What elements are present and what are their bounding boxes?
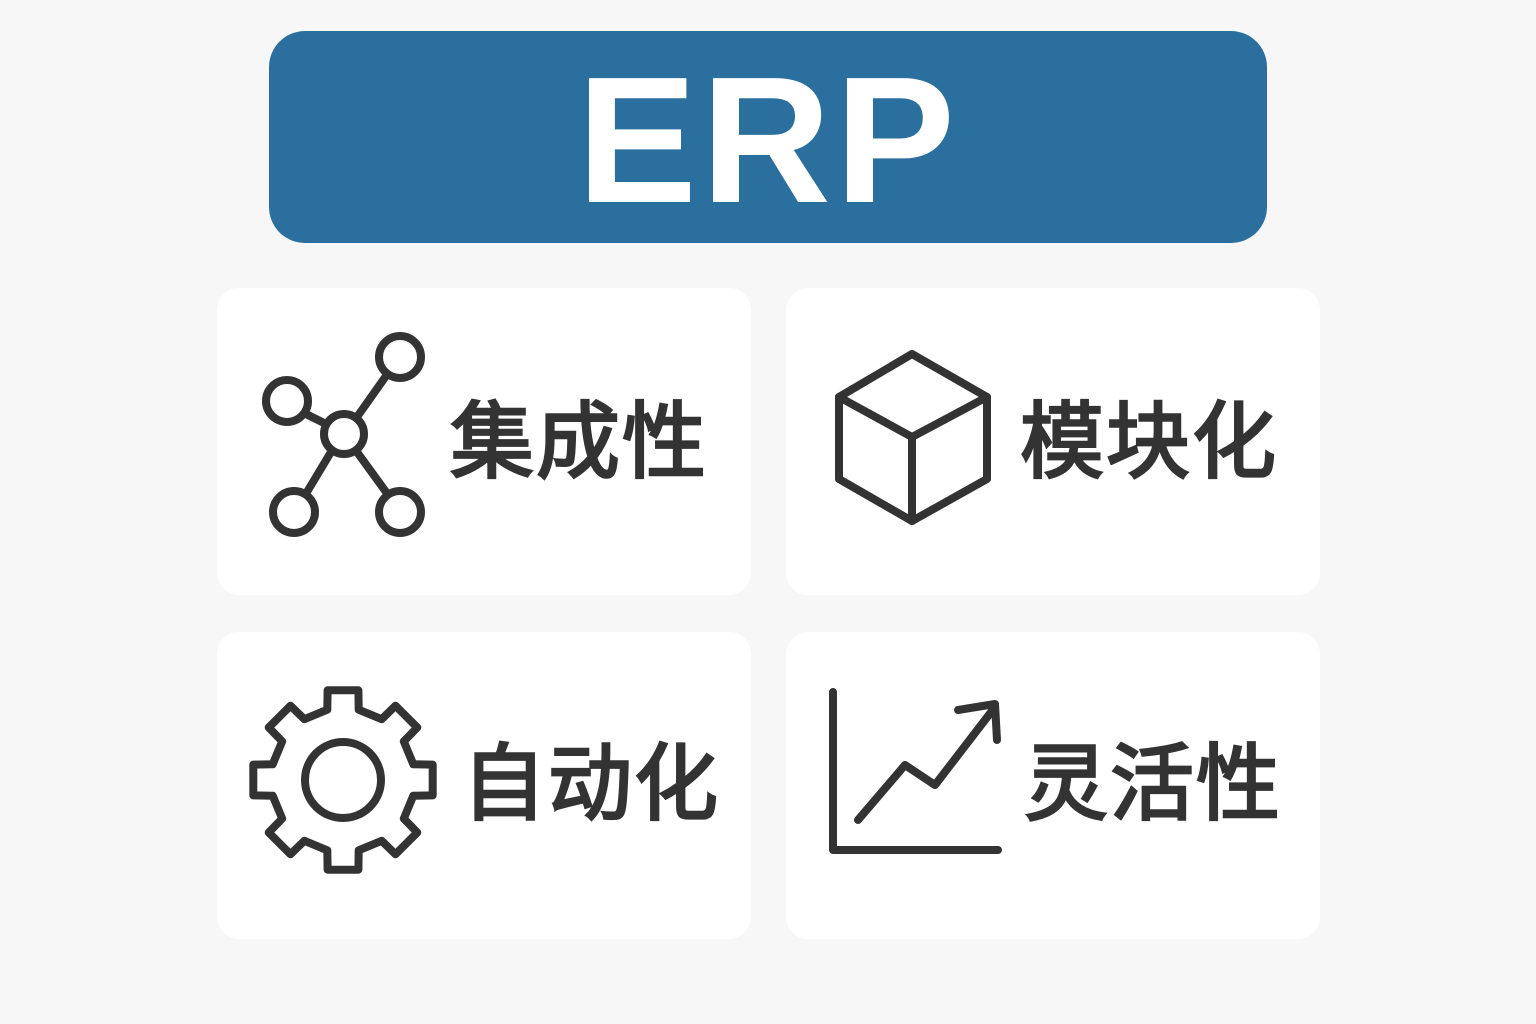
erp-title: ERP [576, 40, 960, 241]
card-label-integration: 集成性 [450, 393, 709, 491]
card-label-flexibility: 灵活性 [1024, 735, 1283, 833]
erp-title-banner: ERP [269, 31, 1267, 243]
card-modularity [786, 288, 1320, 595]
card-label-automation: 自动化 [462, 735, 721, 833]
card-label-modularity: 模块化 [1020, 393, 1279, 491]
card-flexibility [786, 632, 1320, 939]
card-integration [217, 288, 751, 595]
